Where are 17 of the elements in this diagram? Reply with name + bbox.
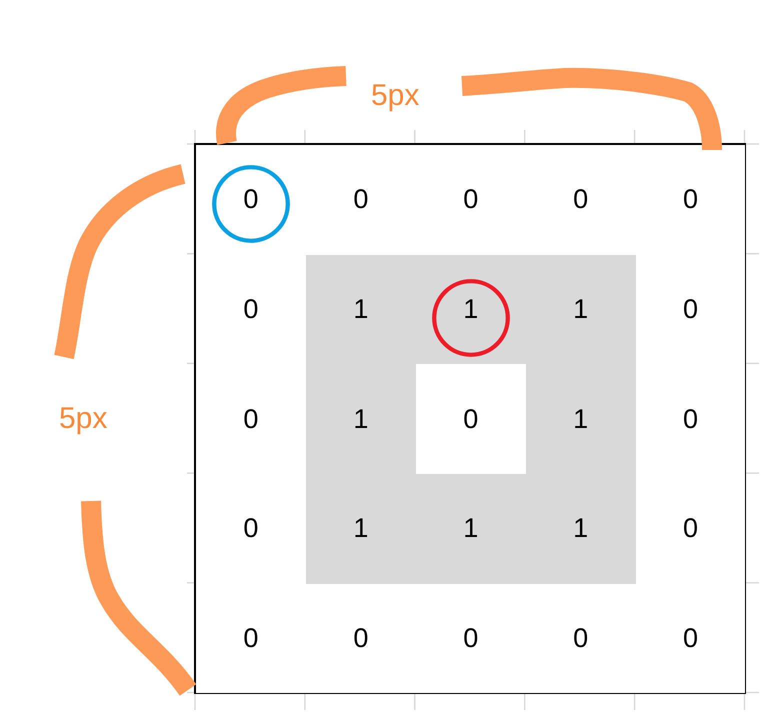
grid-cell: 0 xyxy=(636,474,746,585)
grid-cell: 0 xyxy=(636,364,746,476)
grid-cell: 1 xyxy=(526,364,637,476)
grid-cell: 0 xyxy=(416,364,527,476)
grid-cell: 1 xyxy=(416,474,527,585)
grid-cell: 0 xyxy=(196,584,307,694)
grid-cell: 1 xyxy=(526,254,637,366)
grid-cell: 1 xyxy=(306,364,417,476)
grid-cell: 0 xyxy=(636,145,746,256)
grid-cell: 1 xyxy=(306,254,417,366)
grid-cell: 0 xyxy=(416,584,527,694)
grid-cell: 1 xyxy=(526,474,637,585)
grid-cell: 0 xyxy=(306,584,417,694)
grid-cell: 0 xyxy=(526,584,637,694)
grid-cell: 1 xyxy=(306,474,417,585)
grid-cell: 0 xyxy=(636,254,746,366)
grid-cell: 0 xyxy=(636,584,746,694)
